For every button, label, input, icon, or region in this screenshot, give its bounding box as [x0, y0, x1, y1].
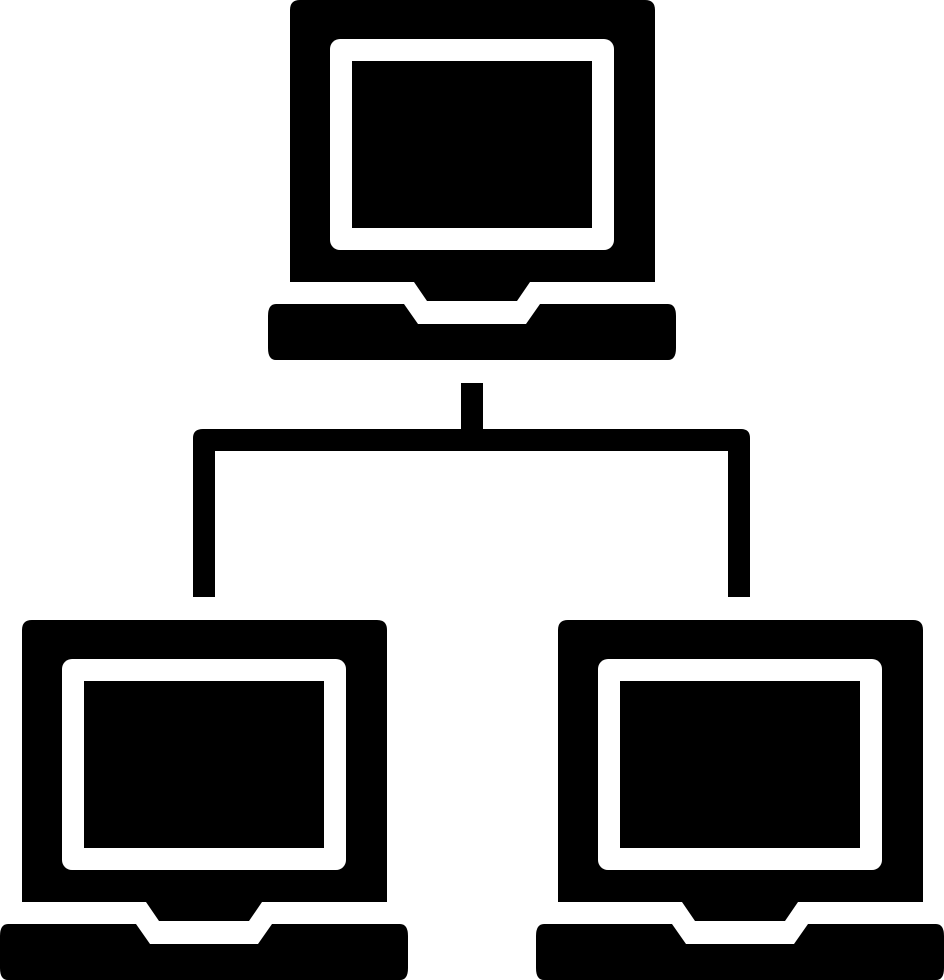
laptop-screen — [352, 61, 592, 228]
bottom-right-laptop-icon — [536, 620, 944, 980]
connector-stem — [461, 383, 483, 443]
bottom-left-laptop-icon — [0, 620, 408, 980]
network-connector — [193, 383, 750, 597]
laptop-screen — [620, 681, 860, 848]
laptop-base — [268, 304, 676, 360]
top-laptop-icon — [268, 0, 676, 360]
laptop-base — [0, 924, 408, 980]
laptop-base — [536, 924, 944, 980]
connector-bar — [193, 429, 750, 597]
laptop-screen — [84, 681, 324, 848]
